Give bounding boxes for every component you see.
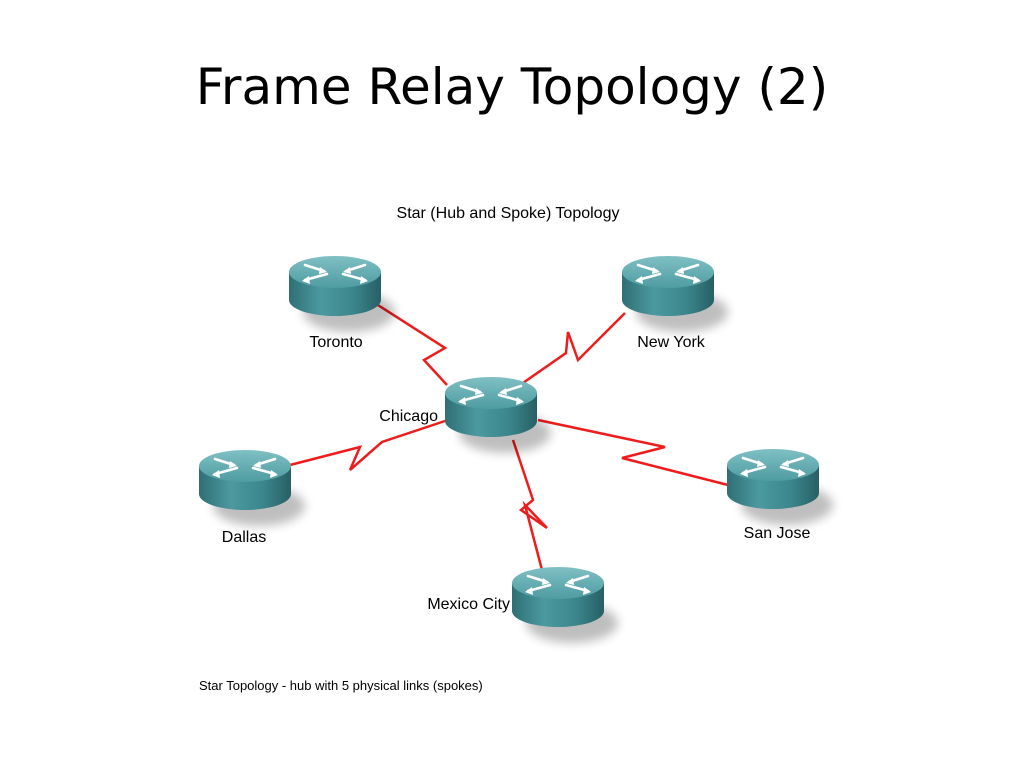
link-mexico-city: [511, 439, 548, 571]
router-icon-san-jose: [727, 449, 833, 525]
node-label-san-jose: San Jose: [744, 525, 811, 542]
node-label-chicago: Chicago: [379, 408, 438, 425]
link-new-york: [519, 312, 626, 387]
router-icon-mexico-city: [512, 567, 618, 643]
slide-title: Frame Relay Topology (2): [195, 58, 829, 116]
links: [289, 298, 729, 571]
link-san-jose: [537, 418, 729, 487]
node-label-mexico-city: Mexico City: [427, 596, 510, 613]
link-toronto: [369, 298, 448, 386]
diagram-heading: Star (Hub and Spoke) Topology: [397, 205, 620, 222]
router-icon-dallas: [199, 450, 305, 526]
link-dallas: [289, 418, 449, 471]
router-icon-toronto: [289, 256, 395, 332]
router-icon-chicago: [445, 377, 551, 453]
node-label-new-york: New York: [637, 334, 706, 351]
node-label-toronto: Toronto: [309, 334, 362, 351]
diagram-caption: Star Topology - hub with 5 physical link…: [199, 678, 483, 693]
router-icon-new-york: [622, 256, 728, 332]
node-label-dallas: Dallas: [222, 529, 266, 546]
